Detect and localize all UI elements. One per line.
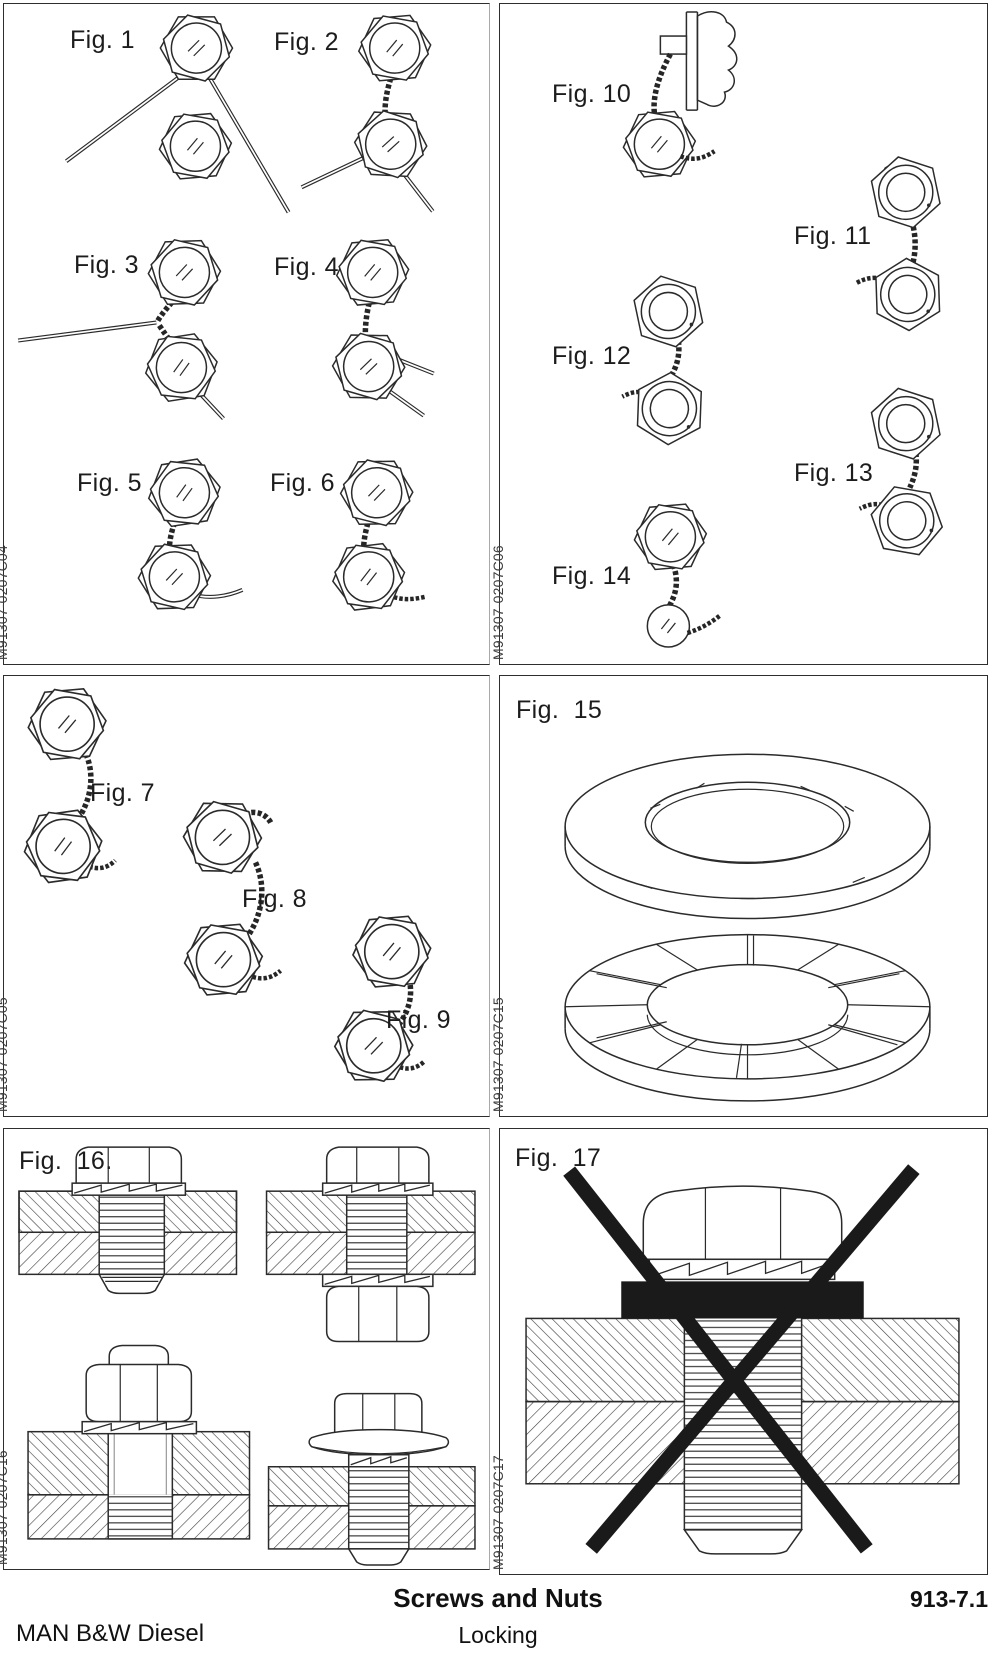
code-label-c06: M91307-0207C06 — [490, 545, 506, 660]
fig-3-drawing — [17, 237, 225, 420]
code-label-c17: M91307-0207C17 — [490, 1455, 506, 1570]
fig-1-drawing — [65, 11, 291, 214]
fig-13-drawing — [858, 387, 947, 562]
code-label-c04: M91307-0207C04 — [0, 545, 10, 660]
fig-4-drawing — [328, 239, 435, 418]
panel-fig-15: Fig. 15 M91307-0207C15 — [490, 675, 988, 1117]
page-number: 913-7.1 — [909, 1586, 988, 1612]
fig-6-drawing — [330, 456, 426, 612]
fig-10-label: Fig. 10 — [552, 80, 632, 108]
fig-5-label: Fig. 5 — [77, 469, 142, 497]
figs-10-14-drawing — [621, 11, 949, 648]
cross-out-x — [563, 1164, 920, 1554]
fig-2-label: Fig. 2 — [274, 28, 339, 56]
fig-2-drawing — [300, 14, 435, 213]
upper-washer — [564, 753, 931, 920]
fig-7-label: Fig. 7 — [90, 779, 155, 807]
section-bolt-nut — [265, 1146, 476, 1343]
fig-11-drawing — [854, 156, 949, 336]
fig-16-drawing — [18, 1146, 476, 1566]
section-bolt-tapped — [18, 1146, 238, 1295]
fig-9-label: Fig. 9 — [386, 1006, 451, 1034]
fig-17-label: Fig. 17 — [515, 1144, 602, 1172]
fig-11-label: Fig. 11 — [794, 222, 872, 250]
fig-7-drawing — [21, 688, 117, 885]
fig-10-drawing — [622, 11, 738, 178]
fig-8-drawing — [179, 797, 283, 996]
section-cap-nut — [27, 1344, 251, 1540]
page-subtitle: Locking — [458, 1622, 538, 1648]
code-label-c16: M91307-0207C16 — [0, 1450, 10, 1565]
fig-4-label: Fig. 4 — [274, 253, 339, 281]
fig-12-label: Fig. 12 — [552, 342, 632, 370]
section-bolt-gasket-wrong — [525, 1164, 960, 1555]
page-title: Screws and Nuts — [393, 1583, 603, 1613]
fig-12-drawing — [621, 275, 712, 452]
figs-7-9-drawing — [21, 688, 432, 1085]
fig-1-label: Fig. 1 — [70, 26, 135, 54]
figs-1-6-drawing — [17, 11, 435, 613]
fig-15-drawing — [564, 753, 931, 1102]
code-label-c05: M91307-0207C05 — [0, 997, 10, 1112]
panel-fig-17: Fig. 17 M91307-0207C17 — [490, 1128, 988, 1575]
fig-14-drawing — [633, 503, 721, 648]
fig-8-label: Fig. 8 — [242, 885, 307, 913]
company-name: MAN B&W Diesel — [16, 1620, 205, 1647]
code-label-c15: M91307-0207C15 — [490, 997, 506, 1112]
fig-6-label: Fig. 6 — [270, 469, 335, 497]
panel-figs-7-9: Fig. 7 Fig. 8 Fig. 9 M91307-0207C05 — [0, 675, 490, 1117]
fig-14-label: Fig. 14 — [552, 562, 632, 590]
fig-3-label: Fig. 3 — [74, 251, 139, 279]
lower-washer — [564, 933, 931, 1102]
fig-5-drawing — [136, 456, 244, 613]
panel-figs-10-14: Fig. 10 Fig. 11 Fig. 12 Fig. 13 Fig. 14 … — [490, 3, 988, 665]
fig-17-drawing — [525, 1164, 960, 1555]
panel-figs-1-6: Fig. 1 Fig. 2 Fig. 3 Fig. 4 Fig. 5 Fig. … — [0, 3, 490, 665]
fig-9-drawing — [331, 915, 432, 1085]
fig-13-label: Fig. 13 — [794, 459, 874, 487]
section-flange-bolt — [267, 1392, 476, 1566]
panel-fig-16: Fig. 16. M91307-0207C16 — [0, 1128, 490, 1570]
fig-16-label: Fig. 16. — [19, 1147, 113, 1175]
fig-15-label: Fig. 15 — [516, 696, 603, 724]
